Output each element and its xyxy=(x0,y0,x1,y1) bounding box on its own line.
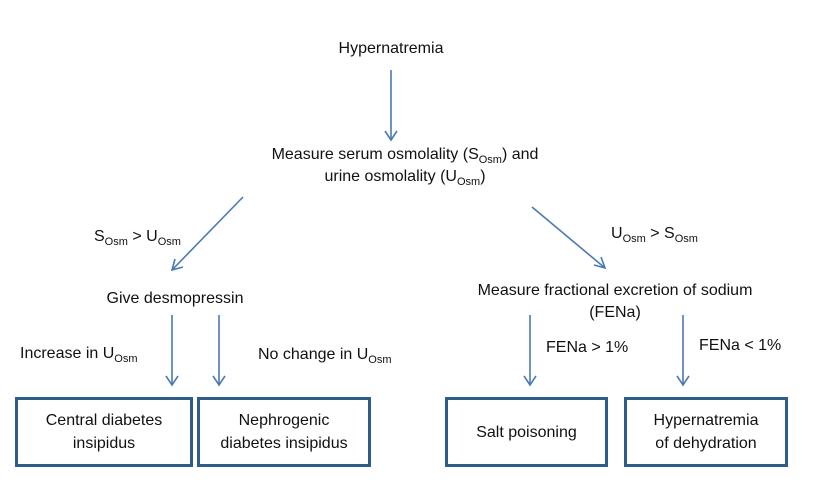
edge-label-fena-gt-1: FENa > 1% xyxy=(546,339,629,356)
arrow-measure-to-fena xyxy=(531,206,607,270)
arrow-measure-to-desmopressin xyxy=(170,196,244,272)
arrow-desmopressin-to-central xyxy=(165,315,179,387)
give-desmopressin-node: Give desmopressin xyxy=(106,290,244,307)
outcome-central-diabetes-insipidus: Central diabetes insipidus xyxy=(15,397,193,467)
fena-line-1: Measure fractional excretion of sodium xyxy=(477,282,753,299)
measure-fena-node: Measure fractional excretion of sodium (… xyxy=(440,280,790,324)
measure-osmolality-node: Measure serum osmolality (SOsm) and urin… xyxy=(210,144,600,188)
edge-label-increase-urine: Increase in UOsm xyxy=(20,345,138,365)
arrow-desmopressin-to-nephrogenic xyxy=(212,315,226,387)
edge-label-no-change-urine: No change in UOsm xyxy=(258,346,392,366)
outcome-nephrogenic-diabetes-insipidus: Nephrogenic diabetes insipidus xyxy=(197,397,371,467)
arrow-fena-to-salt xyxy=(523,315,537,387)
outcome-hypernatremia-of-dehydration: Hypernatremia of dehydration xyxy=(624,397,788,467)
arrow-root-to-measure xyxy=(384,70,398,142)
outcome-salt-poisoning: Salt poisoning xyxy=(445,397,608,467)
arrow-fena-to-hypernatremia xyxy=(676,315,690,387)
measure-line-2: urine osmolality (UOsm) xyxy=(324,168,486,188)
edge-label-serum-gt-urine: SOsm > UOsm xyxy=(94,228,181,248)
fena-line-2: (FENa) xyxy=(589,304,641,321)
root-node-hypernatremia: Hypernatremia xyxy=(338,40,444,57)
edge-label-fena-lt-1: FENa < 1% xyxy=(699,337,782,354)
measure-line-1: Measure serum osmolality (SOsm) and xyxy=(271,146,539,166)
edge-label-urine-gt-serum: UOsm > SOsm xyxy=(611,225,698,245)
